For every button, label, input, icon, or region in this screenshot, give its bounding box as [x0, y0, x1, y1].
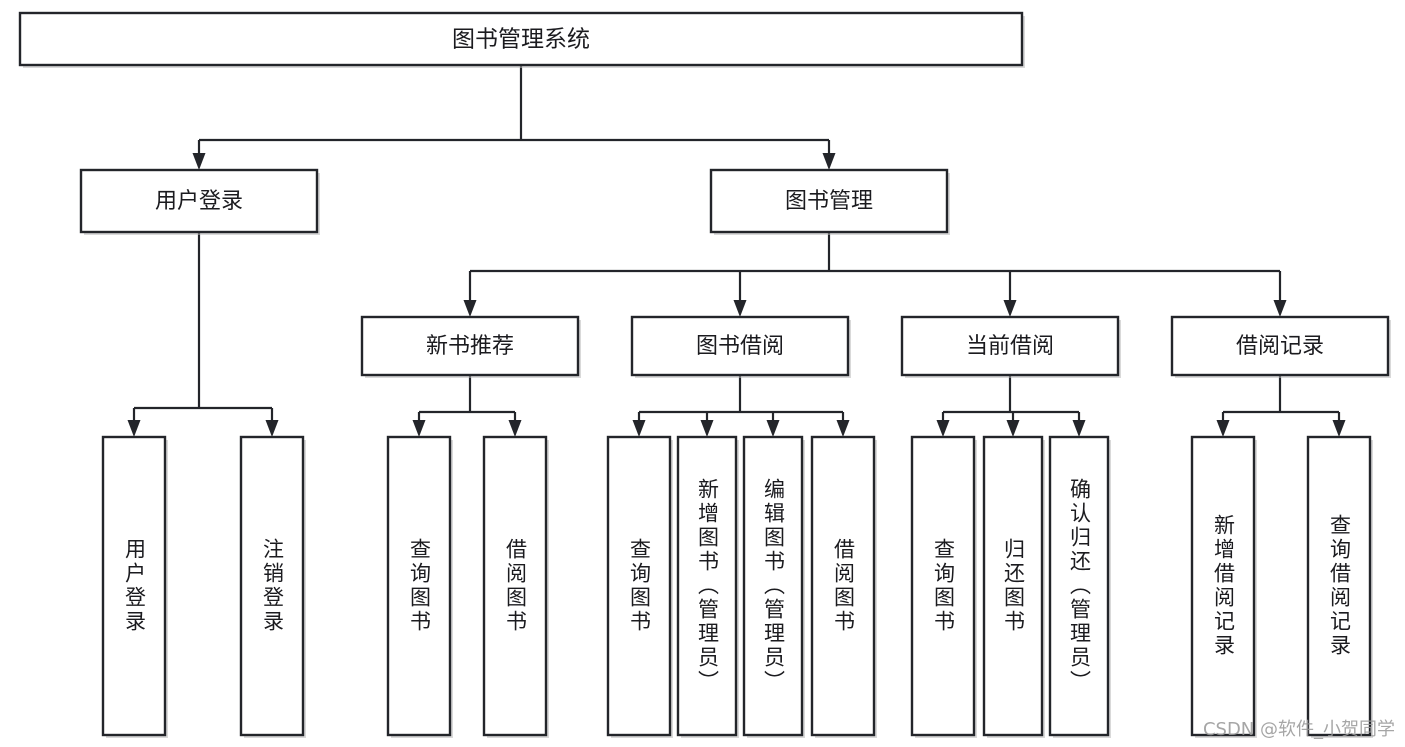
edge-leafgroup-0-branch-0 [127, 408, 141, 437]
node-leaf-0[interactable] [101, 435, 168, 738]
node-level2-2-label: 当前借阅 [966, 334, 1054, 359]
node-level1-1-label: 图书管理 [785, 189, 873, 214]
edges-layer [127, 65, 1346, 437]
node-leaf-9[interactable] [982, 435, 1045, 738]
edge-bookmgmt-branch-1 [733, 271, 747, 317]
node-leaf-2[interactable] [386, 435, 453, 738]
node-leaf-8[interactable] [910, 435, 977, 738]
edge-leafgroup-4-branch-1 [1332, 412, 1346, 437]
edge-leafgroup-3-branch-1 [1006, 412, 1020, 437]
edge-root-branch-1 [822, 140, 836, 170]
node-leaf-4[interactable] [606, 435, 673, 738]
edge-leafgroup-2-branch-3 [836, 412, 850, 437]
node-level2-1-label: 图书借阅 [696, 334, 784, 359]
node-level2-0[interactable]: 新书推荐 [360, 315, 581, 378]
node-leaf-5[interactable] [676, 435, 739, 738]
node-leaf-11[interactable] [1190, 435, 1257, 738]
node-level2-2[interactable]: 当前借阅 [900, 315, 1121, 378]
node-level1-0-label: 用户登录 [155, 189, 243, 214]
node-level2-3-label: 借阅记录 [1236, 334, 1324, 359]
edge-leafgroup-0-branch-1 [265, 408, 279, 437]
node-leaf-7[interactable] [810, 435, 877, 738]
edge-leafgroup-3-branch-2 [1072, 412, 1086, 437]
node-root-0-label: 图书管理系统 [452, 27, 590, 53]
edge-leafgroup-3-branch-0 [936, 412, 950, 437]
edge-leafgroup-2-branch-1 [700, 412, 714, 437]
node-level1-1[interactable]: 图书管理 [709, 168, 950, 235]
node-leaf-3[interactable] [482, 435, 549, 738]
node-leaf-12[interactable] [1306, 435, 1373, 738]
node-root-0[interactable]: 图书管理系统 [18, 11, 1025, 68]
edge-leafgroup-1-branch-1 [508, 412, 522, 437]
edge-leafgroup-4-branch-0 [1216, 412, 1230, 437]
node-leaf-10[interactable] [1048, 435, 1111, 738]
edge-bookmgmt-branch-3 [1273, 271, 1287, 317]
edge-bookmgmt-branch-0 [463, 271, 477, 317]
node-level2-0-label: 新书推荐 [426, 334, 514, 359]
node-level1-0[interactable]: 用户登录 [79, 168, 320, 235]
node-leaf-6[interactable] [742, 435, 805, 738]
edge-leafgroup-2-branch-2 [766, 412, 780, 437]
node-level2-1[interactable]: 图书借阅 [630, 315, 851, 378]
node-leaf-1[interactable] [239, 435, 306, 738]
node-level2-3[interactable]: 借阅记录 [1170, 315, 1391, 378]
edge-leafgroup-2-branch-0 [632, 412, 646, 437]
edge-leafgroup-1-branch-0 [412, 412, 426, 437]
edge-bookmgmt-branch-2 [1003, 271, 1017, 317]
edge-root-branch-0 [192, 140, 206, 170]
